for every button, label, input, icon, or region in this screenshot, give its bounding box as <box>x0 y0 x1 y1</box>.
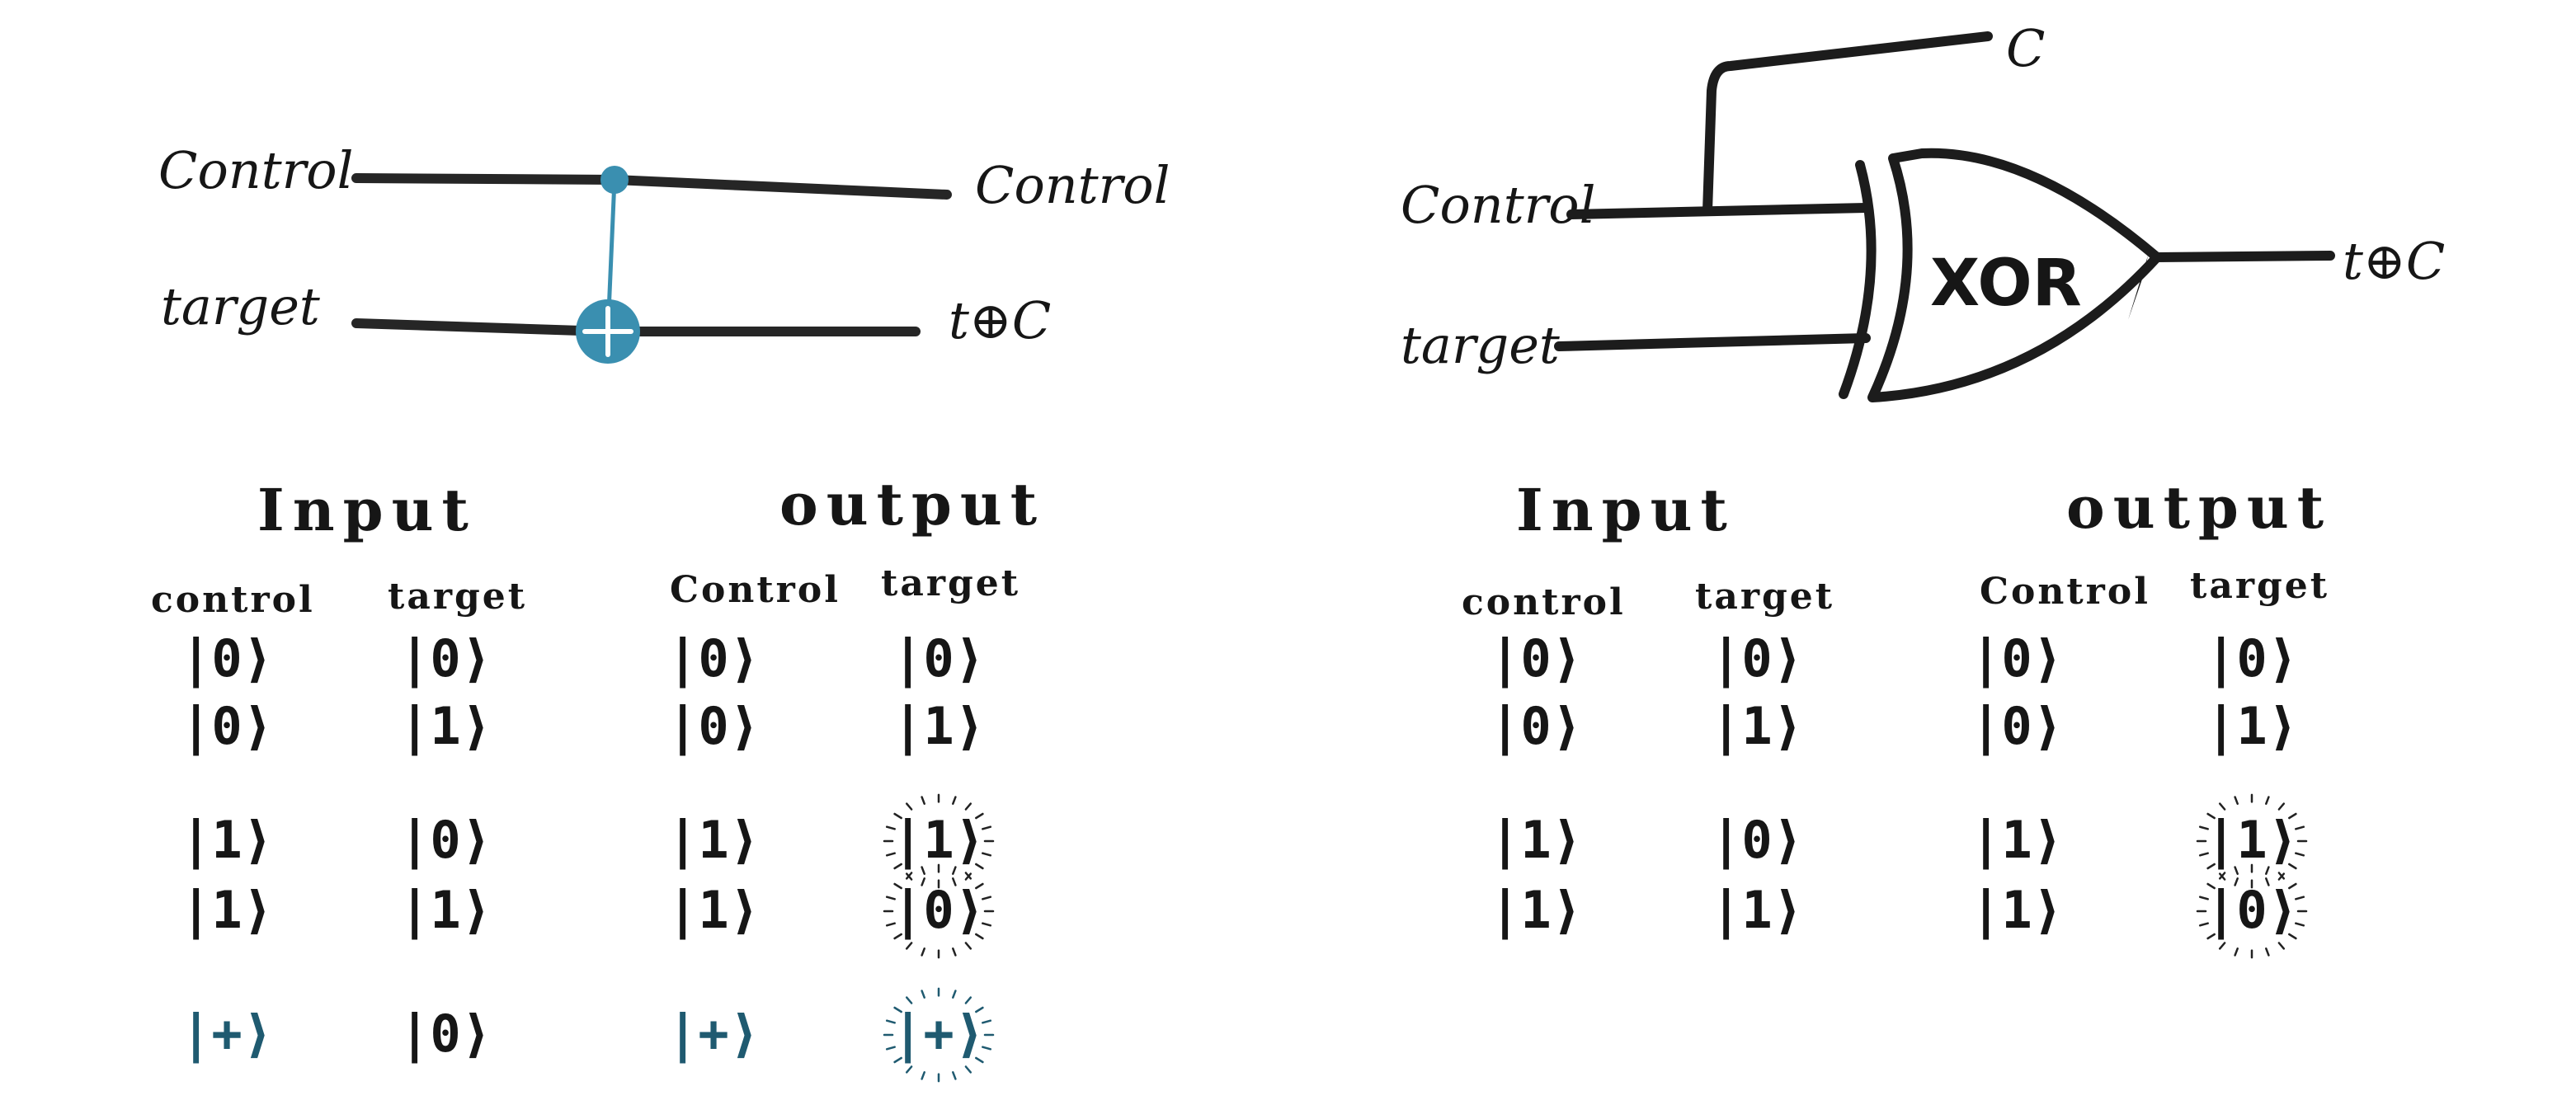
classical-cell-in-control: |0⟩ <box>1490 628 1582 689</box>
classical-col-header: Control <box>1980 571 2150 613</box>
highlight-sparkle-icon <box>883 793 995 889</box>
quantum-col-header: control <box>151 579 315 621</box>
classical-control-in-label: Control <box>1401 175 1595 235</box>
quantum-table-rows: |0⟩|0⟩|0⟩|0⟩|0⟩|1⟩|0⟩|1⟩|1⟩|0⟩|1⟩|1⟩|1⟩|… <box>181 628 995 1083</box>
classical-copy-wire <box>1702 31 1993 216</box>
classical-col-header: target <box>1695 576 1834 618</box>
quantum-cell-in-control: |+⟩ <box>181 1004 273 1065</box>
quantum-cell-in-target: |0⟩ <box>399 1004 492 1065</box>
quantum-input-heading: Input <box>257 476 477 544</box>
quantum-table-row: |0⟩ |1⟩ |0⟩ |1⟩ <box>181 696 985 757</box>
classical-copy-out-label: C <box>2006 18 2045 78</box>
cnot-target-xor-icon <box>576 299 640 364</box>
xor-gate-label: XOR <box>1930 247 2082 321</box>
classical-cell-out-target: |1⟩ <box>2206 810 2298 871</box>
quantum-cell-out-target: |0⟩ <box>892 628 985 689</box>
highlight-sparkle-icon <box>883 863 995 959</box>
quantum-target-in-label: target <box>161 276 320 336</box>
quantum-table-row: |1⟩ |1⟩ |1⟩ |0⟩ <box>181 863 995 959</box>
quantum-cell-out-target: |1⟩ <box>892 810 985 871</box>
cnot-control-dot <box>600 166 629 194</box>
classical-output-heading: output <box>2066 473 2332 542</box>
quantum-cell-out-control: |+⟩ <box>667 1004 760 1065</box>
highlight-sparkle-icon <box>2196 863 2308 959</box>
quantum-table-row: |0⟩ |0⟩ |0⟩ |0⟩ <box>181 628 985 689</box>
classical-cell-in-target: |1⟩ <box>1711 880 1803 941</box>
classical-cell-in-target: |0⟩ <box>1711 628 1803 689</box>
classical-table-rows: |0⟩|0⟩|0⟩|0⟩|0⟩|1⟩|0⟩|1⟩|1⟩|0⟩|1⟩|1⟩|1⟩|… <box>1490 628 2308 959</box>
quantum-col-header: target <box>388 576 527 618</box>
quantum-cell-out-control: |1⟩ <box>667 880 760 941</box>
classical-xor-circuit: Control target C t⊕C XOR <box>1401 18 2445 402</box>
classical-control-wire <box>1566 203 1871 219</box>
quantum-col-header: Control <box>670 569 841 611</box>
quantum-control-out-label: Control <box>975 155 1170 215</box>
classical-cell-in-control: |1⟩ <box>1490 880 1582 941</box>
classical-cell-in-control: |0⟩ <box>1490 696 1582 757</box>
quantum-cell-in-target: |1⟩ <box>399 696 492 757</box>
classical-truth-table: Input output control target Control targ… <box>1462 473 2332 959</box>
quantum-cell-in-control: |1⟩ <box>181 810 273 871</box>
classical-output-label: t⊕C <box>2343 231 2445 291</box>
classical-cell-out-target: |1⟩ <box>2206 696 2298 757</box>
classical-table-row: |1⟩ |1⟩ |1⟩ |0⟩ <box>1490 863 2308 959</box>
quantum-cell-in-target: |1⟩ <box>399 880 492 941</box>
classical-cell-in-target: |0⟩ <box>1711 810 1803 871</box>
quantum-cell-out-control: |1⟩ <box>667 810 760 871</box>
classical-table-row: |0⟩ |1⟩ |0⟩ |1⟩ <box>1490 696 2298 757</box>
classical-cell-out-control: |1⟩ <box>1971 810 2063 871</box>
quantum-table-row: |1⟩ |0⟩ |1⟩ |1⟩ <box>181 793 995 889</box>
quantum-control-wire <box>351 173 952 200</box>
quantum-table-row: |+⟩ |0⟩ |+⟩ |+⟩ <box>181 987 995 1083</box>
quantum-col-header: target <box>881 562 1020 604</box>
classical-cell-in-control: |1⟩ <box>1490 810 1582 871</box>
quantum-cell-in-control: |0⟩ <box>181 696 273 757</box>
highlight-sparkle-icon <box>883 987 995 1083</box>
highlight-sparkle-icon <box>2196 793 2308 889</box>
classical-col-header: target <box>2190 565 2329 607</box>
quantum-cell-out-target: |1⟩ <box>892 696 985 757</box>
classical-target-in-label: target <box>1401 315 1560 375</box>
classical-col-header: control <box>1462 581 1626 623</box>
classical-table-row: |1⟩ |0⟩ |1⟩ |1⟩ <box>1490 793 2308 889</box>
quantum-cell-in-control: |1⟩ <box>181 880 273 941</box>
classical-output-wire <box>2152 251 2335 262</box>
classical-target-wire <box>1554 333 1871 351</box>
quantum-target-out-label: t⊕C <box>949 290 1051 350</box>
xor-gate-shape: XOR <box>1839 148 2162 402</box>
classical-table-row: |0⟩ |0⟩ |0⟩ |0⟩ <box>1490 628 2298 689</box>
classical-cell-out-target: |0⟩ <box>2206 880 2298 941</box>
quantum-cell-in-target: |0⟩ <box>399 628 492 689</box>
classical-cell-out-target: |0⟩ <box>2206 628 2298 689</box>
quantum-cell-out-target: |0⟩ <box>892 880 985 941</box>
quantum-cell-out-target: |+⟩ <box>892 1004 985 1065</box>
classical-cell-in-target: |1⟩ <box>1711 696 1803 757</box>
classical-cell-out-control: |1⟩ <box>1971 880 2063 941</box>
quantum-truth-table: Input output control target Control targ… <box>151 470 1045 1083</box>
quantum-cnot-circuit: Control Control target t⊕C <box>158 140 1170 364</box>
classical-input-heading: Input <box>1516 476 1735 544</box>
quantum-cell-out-control: |0⟩ <box>667 696 760 757</box>
quantum-output-heading: output <box>779 470 1045 538</box>
quantum-cell-in-target: |0⟩ <box>399 810 492 871</box>
quantum-cell-in-control: |0⟩ <box>181 628 273 689</box>
classical-cell-out-control: |0⟩ <box>1971 628 2063 689</box>
quantum-cell-out-control: |0⟩ <box>667 628 760 689</box>
quantum-control-in-label: Control <box>158 140 353 200</box>
classical-cell-out-control: |0⟩ <box>1971 696 2063 757</box>
